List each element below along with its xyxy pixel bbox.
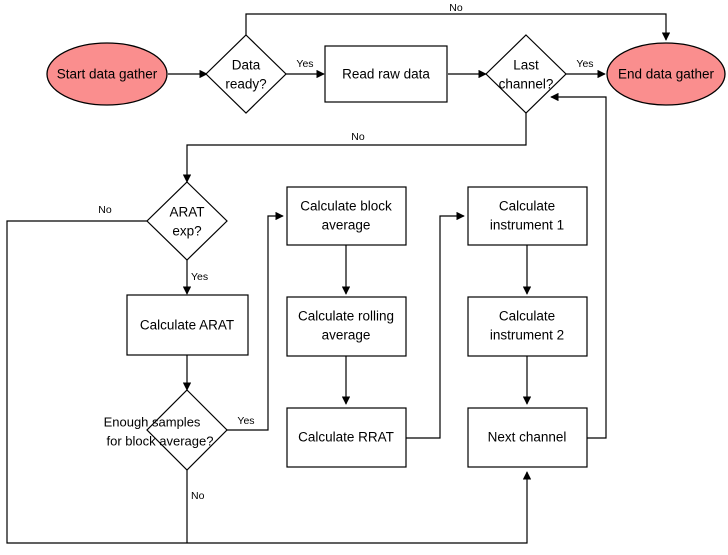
node-arat-exp[interactable]: ARAT exp? [146, 181, 228, 261]
last-channel-diamond-shape [485, 34, 567, 114]
edge-enough-yes-to-calc-block [227, 211, 284, 431]
node-calculate-rolling-average[interactable]: Calculate rolling average [286, 296, 407, 357]
calculate-rrat-label: Calculate RRAT [298, 430, 394, 445]
calculate-instrument-1-label-line2: instrument 1 [490, 218, 564, 233]
edge-last-channel-no-to-arat [182, 113, 527, 183]
calculate-arat-box-shape [126, 294, 249, 356]
node-end-data-gather[interactable]: End data gather [606, 42, 726, 106]
enough-samples-diamond-shape [146, 389, 228, 471]
node-enough-samples[interactable]: Enough samples for block average? [104, 389, 228, 471]
calculate-instrument-2-label-line1: Calculate [499, 309, 555, 324]
edge-calc-rrat-to-calc-inst1 [405, 211, 465, 439]
edge-label-yes-last-channel: Yes [576, 58, 593, 70]
node-calculate-instrument-2[interactable]: Calculate instrument 2 [467, 296, 588, 357]
end-terminator-shape [606, 42, 726, 106]
calculate-rolling-average-label-line2: average [322, 328, 371, 343]
calculate-instrument-1-box-shape [467, 186, 588, 246]
calculate-rolling-average-label-line1: Calculate rolling [298, 309, 394, 324]
read-raw-data-label: Read raw data [342, 67, 430, 82]
node-last-channel[interactable]: Last channel? [485, 34, 567, 114]
edge-label-no-top: No [449, 2, 463, 14]
edge-label-yes-data-ready: Yes [296, 58, 313, 70]
data-ready-label-line1: Data [232, 58, 261, 73]
edge-label-yes-arat: Yes [191, 271, 208, 283]
calculate-block-average-label-line1: Calculate block [300, 199, 392, 214]
calculate-rrat-box-shape [286, 407, 407, 468]
start-label: Start data gather [57, 67, 158, 82]
calculate-block-average-label-line2: average [322, 218, 371, 233]
node-start-data-gather[interactable]: Start data gather [46, 42, 168, 106]
data-ready-diamond-shape [205, 34, 287, 114]
edge-label-no-arat: No [98, 204, 112, 216]
read-raw-data-box-shape [324, 45, 448, 103]
last-channel-label-line1: Last [513, 58, 539, 73]
calculate-arat-label: Calculate ARAT [140, 318, 234, 333]
node-data-ready[interactable]: Data ready? [205, 34, 287, 114]
last-channel-label-line2: channel? [499, 77, 554, 92]
arat-exp-diamond-shape [146, 181, 228, 261]
data-ready-label-line2: ready? [225, 77, 266, 92]
calculate-block-average-box-shape [286, 186, 407, 246]
edge-label-no-last-channel: No [351, 131, 365, 143]
calculate-instrument-2-label-line2: instrument 2 [490, 328, 564, 343]
node-calculate-block-average[interactable]: Calculate block average [286, 186, 407, 246]
edge-label-yes-enough: Yes [237, 415, 254, 427]
edge-next-channel-to-last-channel [550, 92, 607, 439]
edge-data-ready-no-to-end [245, 13, 671, 41]
calculate-rolling-average-box-shape [286, 296, 407, 357]
enough-samples-label-line2: for block average? [107, 433, 214, 448]
arat-exp-label-line1: ARAT [169, 205, 204, 220]
node-read-raw-data[interactable]: Read raw data [324, 45, 448, 103]
edge-label-no-enough: No [191, 490, 205, 502]
enough-samples-label-line1: Enough samples [104, 414, 201, 429]
next-channel-label: Next channel [488, 430, 567, 445]
next-channel-box-shape [467, 407, 588, 468]
calculate-instrument-2-box-shape [467, 296, 588, 357]
edge-arat-no-to-next-channel [6, 220, 532, 544]
node-calculate-instrument-1[interactable]: Calculate instrument 1 [467, 186, 588, 246]
arat-exp-label-line2: exp? [172, 224, 201, 239]
calculate-instrument-1-label-line1: Calculate [499, 199, 555, 214]
node-next-channel[interactable]: Next channel [467, 407, 588, 468]
end-label: End data gather [618, 67, 715, 82]
node-calculate-rrat[interactable]: Calculate RRAT [286, 407, 407, 468]
node-calculate-arat[interactable]: Calculate ARAT [126, 294, 249, 356]
start-terminator-shape [46, 42, 168, 106]
